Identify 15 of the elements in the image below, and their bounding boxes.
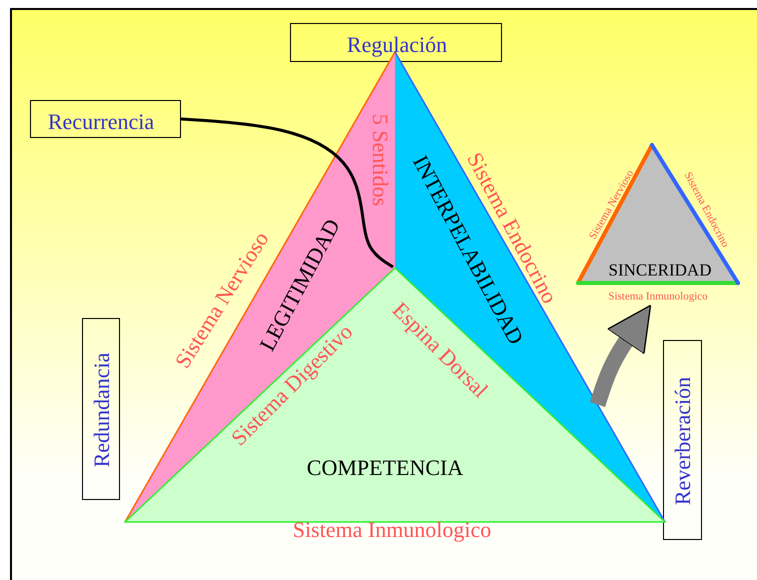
label-box	[30, 100, 181, 138]
label-box	[82, 318, 120, 500]
system-label: Sistema Inmunologico	[608, 292, 708, 302]
curved-arrow	[590, 304, 652, 408]
region-label: COMPETENCIA	[306, 457, 464, 479]
system-label: Sistema Inmunologico	[292, 519, 492, 541]
concept-label: Recurrencia	[48, 111, 154, 133]
concept-label: Redundancia	[91, 352, 113, 468]
title-label: Regulación	[346, 34, 448, 56]
leader-line	[180, 118, 394, 268]
system-label: 5 Sentidos	[369, 114, 391, 206]
label-box	[290, 23, 502, 62]
label-box	[663, 340, 702, 540]
concept-label: Reverberación	[672, 376, 694, 506]
region-label: SINCERIDAD	[608, 262, 712, 278]
